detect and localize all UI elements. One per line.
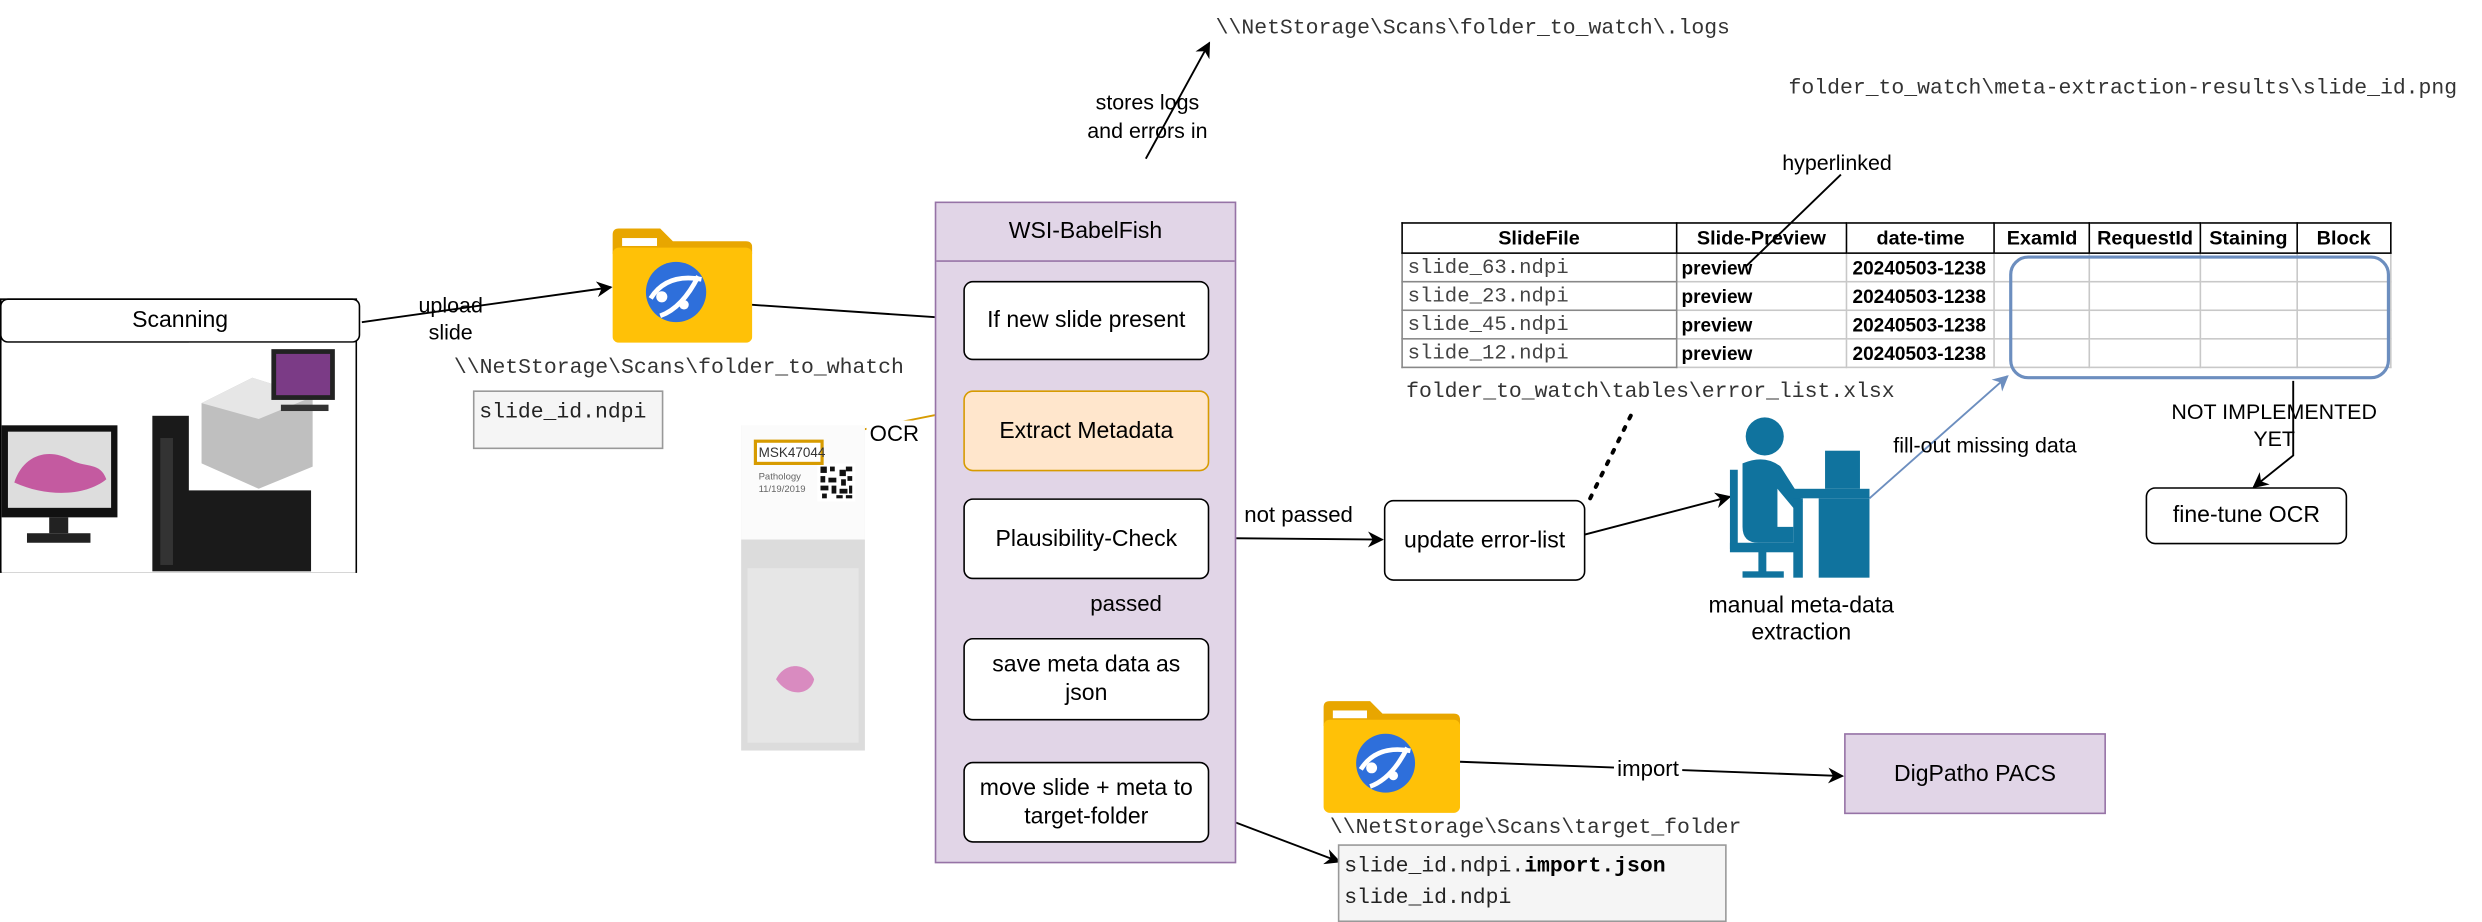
arrow-babelfish-to-logs	[1144, 41, 1211, 160]
ocr-label: OCR	[866, 420, 923, 448]
cell-slidefile: slide_12.ndpi	[1401, 338, 1677, 369]
save-json-node[interactable]: save meta data as json	[963, 637, 1210, 721]
hyperlinked-label: hyperlinked	[1782, 150, 1892, 175]
png-path: folder_to_watch\meta-extraction-results\…	[1788, 77, 2458, 102]
cell-requestid[interactable]	[2089, 280, 2201, 312]
missing-data-highlight	[2009, 255, 2391, 380]
cell-preview-link[interactable]: preview	[1675, 338, 1848, 369]
arrow-errorlist-to-person	[1583, 492, 1732, 536]
save-json-label: save meta data as json	[992, 652, 1181, 707]
error-list-path: folder_to_watch\tables\error_list.xlsx	[1406, 380, 1895, 405]
target-file-json-ext: import.json	[1524, 855, 1666, 880]
watch-folder-file[interactable]: slide_id.ndpi	[472, 390, 664, 450]
cell-slidefile: slide_45.ndpi	[1401, 309, 1677, 340]
target-folder-files[interactable]: slide_id.ndpi.import.json slide_id.ndpi	[1337, 844, 1727, 922]
new-slide-node[interactable]: If new slide present	[963, 280, 1210, 361]
digpatho-pacs-node[interactable]: DigPatho PACS	[1844, 733, 2106, 815]
cell-requestid[interactable]	[2089, 338, 2201, 369]
move-slide-node[interactable]: move slide + meta to target-folder	[963, 761, 1210, 843]
arrow-scanning-to-folder	[361, 281, 613, 324]
scanning-container: Scanning	[0, 298, 361, 573]
babelfish-title: WSI-BabelFish	[936, 203, 1235, 262]
slide-label-line2: Pathology	[758, 472, 801, 483]
cell-block[interactable]	[2295, 280, 2392, 312]
arrow-notimpl-to-finetune	[2252, 380, 2295, 489]
new-slide-label: If new slide present	[987, 307, 1186, 334]
cell-preview-link[interactable]: preview	[1675, 280, 1848, 312]
upload-slide-label: upload slide	[418, 293, 483, 345]
cell-datetime: 20240503-1238	[1846, 338, 1996, 369]
cell-datetime: 20240503-1238	[1846, 280, 1996, 312]
col-header-preview: Slide-Preview	[1675, 222, 1848, 254]
col-header-datetime: date-time	[1846, 222, 1996, 254]
passed-label: passed	[1090, 590, 1162, 616]
update-error-list-label: update error-list	[1404, 527, 1566, 554]
arrow-folder-to-newslide	[750, 303, 964, 326]
fine-tune-ocr-node[interactable]: fine-tune OCR	[2145, 487, 2348, 545]
logs-path: \\NetStorage\Scans\folder_to_watch\.logs	[1215, 17, 1730, 42]
table-row: slide_12.ndpi preview 20240503-1238	[1401, 338, 2392, 369]
col-header-slidefile: SlideFile	[1401, 222, 1677, 254]
cell-datetime: 20240503-1238	[1846, 309, 1996, 340]
babelfish-title-text: WSI-BabelFish	[1008, 219, 1163, 245]
plausibility-label: Plausibility-Check	[995, 526, 1178, 552]
plausibility-node[interactable]: Plausibility-Check	[963, 498, 1210, 580]
target-folder-path: \\NetStorage\Scans\target_folder	[1329, 817, 1742, 842]
slide-photo	[741, 425, 865, 751]
cell-preview-link[interactable]: preview	[1675, 309, 1848, 340]
target-file-json-prefix: slide_id.ndpi.	[1344, 855, 1525, 880]
import-label: import	[1613, 755, 1683, 783]
watch-file-name: slide_id.ndpi	[479, 401, 647, 426]
col-header-examid: ExamId	[1993, 222, 2091, 254]
manual-extraction-label: manual meta-data extraction	[1708, 593, 1894, 646]
col-header-block: Block	[2295, 222, 2392, 254]
person-at-desk-icon	[1729, 417, 1870, 578]
stores-logs-label: stores logs and errors in	[1087, 90, 1208, 143]
slide-label-line3: 11/19/2019	[758, 485, 806, 496]
table-row: slide_45.ndpi preview 20240503-1238	[1401, 309, 2392, 340]
cell-slidefile: slide_63.ndpi	[1401, 252, 1677, 283]
col-header-staining: Staining	[2199, 222, 2298, 254]
cell-staining[interactable]	[2199, 280, 2298, 312]
scanner-illustration	[1, 342, 356, 573]
watch-folder-icon	[612, 228, 753, 343]
watch-folder-path: \\NetStorage\Scans\folder_to_whatch	[453, 357, 904, 381]
target-folder-icon	[1323, 701, 1461, 813]
target-file-json: slide_id.ndpi.import.json	[1344, 852, 1720, 884]
not-implemented-label: NOT IMPLEMENTED YET	[2171, 399, 2377, 451]
cell-datetime: 20240503-1238	[1846, 252, 1996, 283]
cell-preview-link[interactable]: preview	[1675, 252, 1848, 283]
scanning-label: Scanning	[132, 307, 229, 334]
fillout-label: fill-out missing data	[1893, 433, 2077, 458]
extract-metadata-label: Extract Metadata	[999, 418, 1174, 444]
arrow-fillout	[1868, 375, 2009, 500]
fine-tune-ocr-label: fine-tune OCR	[2172, 503, 2320, 529]
cell-slidefile: slide_23.ndpi	[1401, 280, 1677, 312]
move-slide-label: move slide + meta to target-folder	[979, 775, 1193, 830]
arrow-plausibility-to-errorlist	[1207, 531, 1384, 548]
update-error-list-node[interactable]: update error-list	[1383, 499, 1586, 581]
scanning-node[interactable]: Scanning	[0, 298, 361, 343]
target-file-ndpi: slide_id.ndpi	[1344, 887, 1512, 911]
slide-label-id: MSK47044	[758, 444, 826, 461]
col-header-requestid: RequestId	[2089, 222, 2201, 254]
digpatho-pacs-label: DigPatho PACS	[1894, 760, 2057, 787]
dotted-errorlist-link	[1588, 405, 1637, 501]
not-passed-label: not passed	[1244, 501, 1353, 527]
extract-metadata-node[interactable]: Extract Metadata	[963, 390, 1210, 472]
